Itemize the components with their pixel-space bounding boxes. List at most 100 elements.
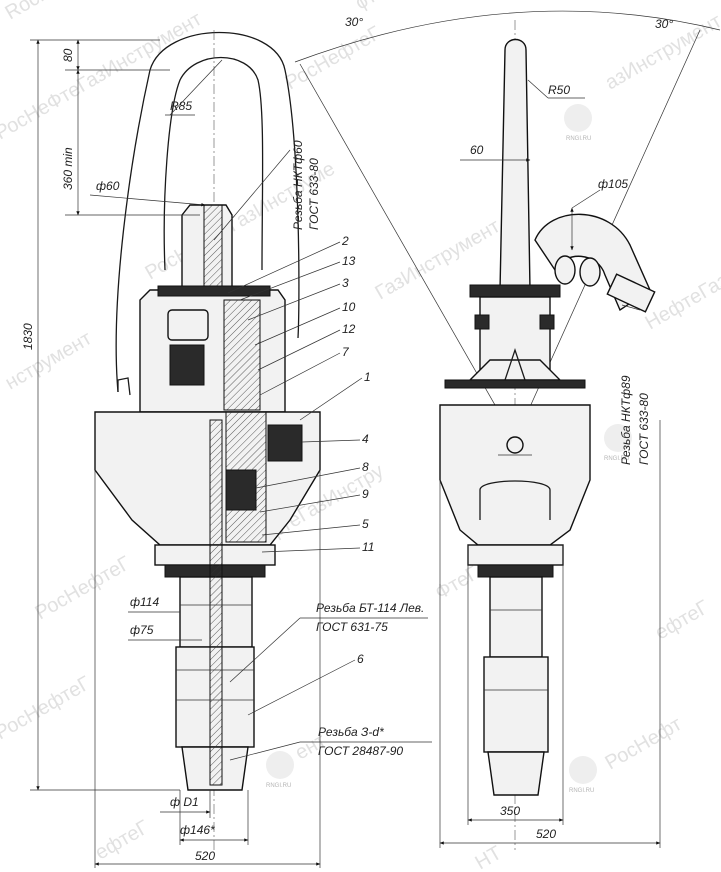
bail-side xyxy=(499,38,531,291)
sub-tip-side xyxy=(487,751,545,796)
lower-flange-side xyxy=(467,544,564,566)
dim-w60-label: 60 xyxy=(470,143,484,157)
leader-thread-right xyxy=(621,304,641,311)
thread3-line1: Резьба З-d* xyxy=(318,725,384,739)
callout-leader xyxy=(261,547,361,553)
thread3-line2: ГОСТ 28487-90 xyxy=(318,744,403,758)
dim-overall-label: 1830 xyxy=(21,323,35,350)
leader-r50 xyxy=(527,79,549,99)
packing-nut xyxy=(267,424,303,462)
bail-foot xyxy=(117,377,131,396)
thread1-line1: Резьба НКТф60 xyxy=(291,140,305,230)
pin xyxy=(506,436,524,454)
bail-inner xyxy=(163,57,264,271)
leader-thread1 xyxy=(213,149,291,241)
thread1-line2: ГОСТ 633-80 xyxy=(307,158,321,230)
callout-leader xyxy=(227,241,341,294)
leader-d60 xyxy=(89,194,206,207)
housing-flange xyxy=(157,285,271,297)
housing-section xyxy=(223,299,261,411)
dim-w520-label: 520 xyxy=(536,827,556,841)
thread-right-line2: ГОСТ 633-80 xyxy=(637,393,651,465)
gooseneck-window xyxy=(579,257,601,287)
callout-leader xyxy=(247,659,356,716)
watermark-logo: RNGI.RU xyxy=(604,424,632,462)
watermark-text: RNGI.RU xyxy=(604,456,629,462)
watermark-text: РосНефтеГ xyxy=(282,22,385,94)
thread-right-line1: Резьба НКТф89 xyxy=(619,375,633,465)
dim-d1-label: ф D1 xyxy=(170,795,199,809)
thread2-line1: Резьба БТ-114 Лев. xyxy=(316,601,424,615)
watermark-text: RocHe xyxy=(2,0,66,24)
callout-leader xyxy=(259,494,361,513)
dim-d75-label: ф75 xyxy=(130,623,154,637)
bail-outer xyxy=(115,32,300,393)
watermark-text: ефтеГ xyxy=(92,816,153,864)
cross-plate xyxy=(469,284,561,298)
dim-d146-label: ф146* xyxy=(180,823,215,837)
callout-leader xyxy=(247,283,341,321)
dim-width-left-label: 520 xyxy=(195,849,215,863)
watermark-logo: RNGI.RU xyxy=(569,756,597,794)
watermark-text: RNGI.RU xyxy=(266,783,291,789)
dim-w350-label: 350 xyxy=(500,804,520,818)
watermark-text: РосНеФтеГазИнструмент xyxy=(0,8,206,144)
callout-leader xyxy=(299,377,363,421)
watermark-text: ФтеГ xyxy=(432,562,483,604)
callout-leader xyxy=(239,261,341,301)
callout-leader xyxy=(254,307,341,346)
lower-ring-side xyxy=(477,564,554,578)
nut-left xyxy=(474,314,490,330)
watermark-text: RNGI.RU xyxy=(569,788,594,794)
sub-upper-side xyxy=(489,576,543,658)
gooseneck-window xyxy=(554,255,576,285)
watermark-text: РосНефтеГ xyxy=(32,552,135,624)
callout-leader xyxy=(261,524,361,536)
callout-leader xyxy=(257,329,341,371)
right-view: 30° 30° R50 60 ф105 Резьба НКТф89 ГОСТ 6… xyxy=(294,10,721,850)
dim-d114-label: ф114 xyxy=(130,595,159,609)
bearing-lower xyxy=(169,344,205,386)
watermark-text: НефтеГазИнстру xyxy=(642,237,721,335)
bearing-upper xyxy=(167,309,209,341)
watermark-text: ефтеГ xyxy=(652,596,713,644)
callout-leader xyxy=(301,439,361,443)
callout-leader xyxy=(255,467,361,489)
watermark-text: RNGI.RU xyxy=(566,136,591,142)
callout-4: 4 xyxy=(362,432,369,446)
dim-d60-label: ф60 xyxy=(96,179,120,193)
dim-top-label: 80 xyxy=(61,48,75,62)
left-view: 1830 80 360 min R85 ф60 Резьба НКТф60 ГО… xyxy=(21,30,432,868)
bearing-housing xyxy=(139,289,286,413)
callout-13: 13 xyxy=(342,254,356,268)
callout-5: 5 xyxy=(362,517,369,531)
angle-right-label: 30° xyxy=(655,17,673,31)
callout-6: 6 xyxy=(357,652,364,666)
angle-arc xyxy=(294,10,721,63)
dim-r50-label: R50 xyxy=(548,83,570,97)
watermark-text: нструмент xyxy=(2,327,96,394)
watermark-text: РосНефт xyxy=(602,713,686,774)
callout-3: 3 xyxy=(342,276,349,290)
callout-11: 11 xyxy=(362,540,374,554)
gooseneck-outlet xyxy=(606,273,656,313)
window xyxy=(479,480,551,520)
leader-r85 xyxy=(169,59,223,116)
leader-thread3 xyxy=(229,741,301,761)
leader-thread2 xyxy=(229,617,301,683)
callout-9: 9 xyxy=(362,487,369,501)
top-rim xyxy=(444,379,586,389)
callout-10: 10 xyxy=(342,300,356,314)
watermark-text: ϕтеГ xyxy=(352,0,400,14)
packing xyxy=(225,469,257,511)
mandrel-section xyxy=(209,419,223,786)
sub-lower-side xyxy=(483,656,549,753)
dim-d105-label: ф105 xyxy=(598,177,628,191)
upper-stub-section xyxy=(203,204,223,291)
watermark-logo: RNGI.RU xyxy=(266,751,294,789)
nut-right xyxy=(539,314,555,330)
watermark-text: НТ xyxy=(472,842,506,872)
dim-r85-label: R85 xyxy=(170,99,192,113)
callout-12: 12 xyxy=(342,322,356,336)
